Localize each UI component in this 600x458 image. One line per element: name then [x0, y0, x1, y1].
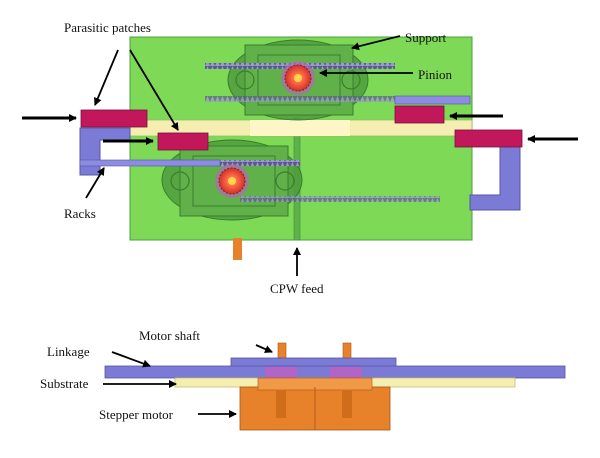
- pinion-upper: [281, 61, 315, 95]
- leader-support: [351, 35, 401, 51]
- label-linkage: Linkage: [47, 344, 90, 359]
- cpw-feed-stub: [233, 238, 242, 260]
- linkage-right: [469, 139, 521, 211]
- label-support: Support: [405, 30, 447, 45]
- slot-center-bar: [250, 120, 350, 136]
- label-stepper-motor: Stepper motor: [99, 407, 174, 422]
- leader-racks: [85, 167, 105, 199]
- label-motor-shaft: Motor shaft: [139, 328, 201, 343]
- side-view: [103, 342, 566, 431]
- pinion-lower: [215, 164, 249, 198]
- side-pinion-1: [265, 367, 297, 378]
- side-pinion-2: [330, 367, 362, 378]
- label-pinion: Pinion: [418, 67, 452, 82]
- patch-right-outer: [454, 129, 523, 148]
- rack-upper-2: [205, 96, 425, 102]
- top-view: [22, 35, 578, 276]
- rack-lower-2: [240, 196, 440, 202]
- linkage-left: [79, 127, 131, 176]
- patch-right-inner: [394, 105, 445, 124]
- patch-left-outer: [80, 109, 148, 128]
- label-substrate: Substrate: [40, 376, 89, 391]
- label-racks: Racks: [64, 206, 96, 221]
- motor-detail-2: [342, 390, 352, 418]
- linkage-left-bottom: [79, 159, 221, 167]
- label-cpw-feed: CPW feed: [270, 281, 324, 296]
- label-parasitic-patches: Parasitic patches: [64, 20, 151, 35]
- leader-parasitic-1: [94, 49, 119, 106]
- motor-detail-1: [276, 390, 286, 418]
- leader-motor-shaft: [255, 344, 273, 353]
- leader-parasitic-2: [129, 49, 179, 131]
- patch-left-inner: [157, 132, 209, 151]
- leader-linkage: [111, 351, 151, 368]
- linkage-right-top: [394, 95, 471, 105]
